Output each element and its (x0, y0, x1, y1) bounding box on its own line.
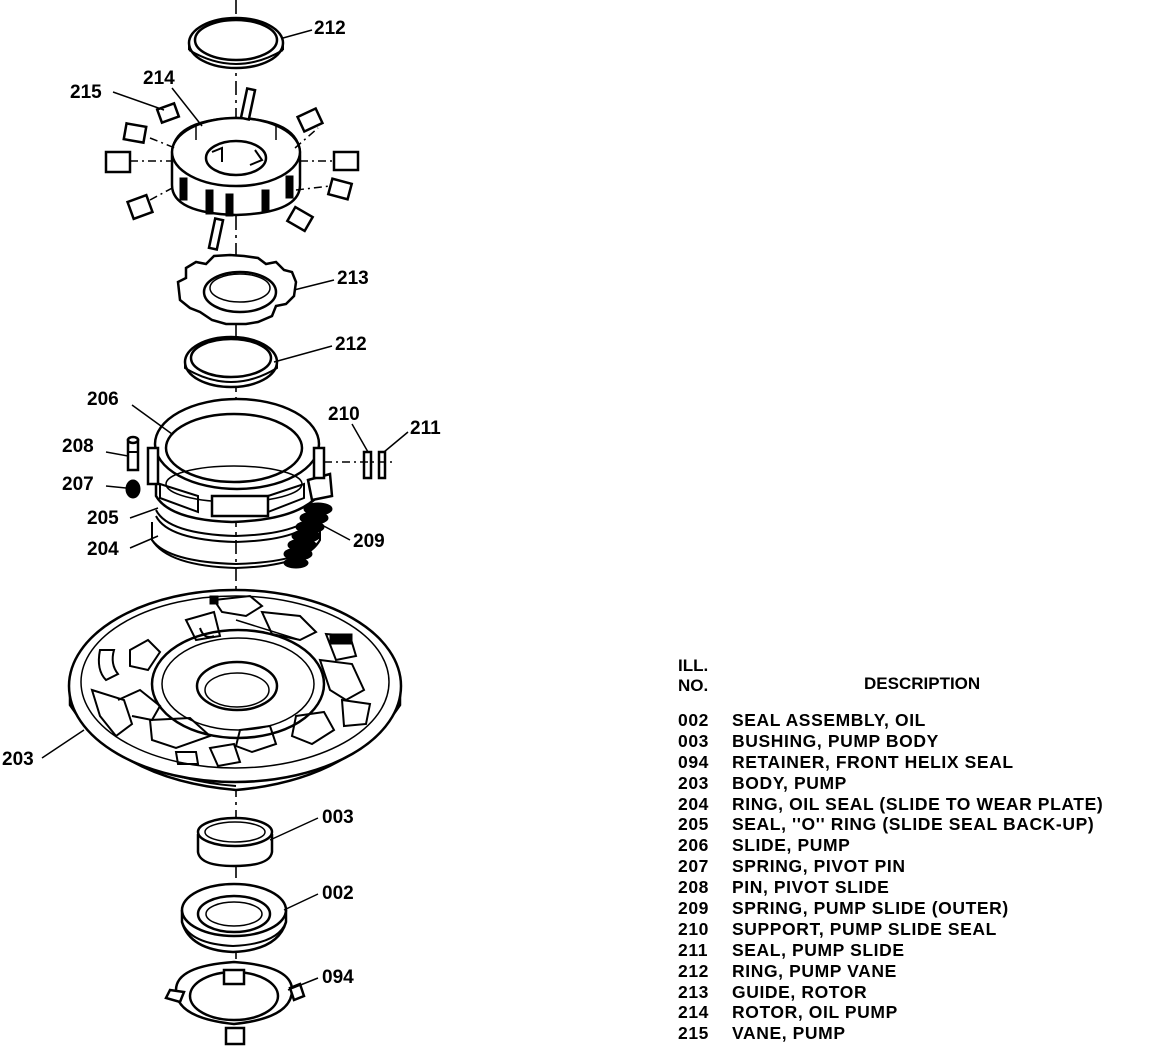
legend-item-number: 204 (678, 793, 709, 814)
legend-row: 213 GUIDE, ROTOR (678, 982, 1148, 1003)
callout-002: 002 (322, 883, 354, 904)
legend-row: 204 RING, OIL SEAL (SLIDE TO WEAR PLATE) (678, 794, 1148, 815)
legend-row: 214 ROTOR, OIL PUMP (678, 1002, 1148, 1023)
callout-203: 203 (2, 749, 34, 770)
legend-item-number: 003 (678, 730, 709, 751)
legend-row: 094 RETAINER, FRONT HELIX SEAL (678, 752, 1148, 773)
callout-210: 210 (328, 404, 360, 425)
legend-item-description: BUSHING, PUMP BODY (732, 730, 939, 751)
part-213-rotor-guide (176, 253, 298, 326)
legend-item-number: 212 (678, 960, 709, 981)
callout-209: 209 (353, 531, 385, 552)
callout-204: 204 (87, 539, 119, 560)
legend-item-description: ROTOR, OIL PUMP (732, 1002, 898, 1023)
legend-row: 002 SEAL ASSEMBLY, OIL (678, 710, 1148, 731)
legend-rows: 002 SEAL ASSEMBLY, OIL 003 BUSHING, PUMP BO… (678, 710, 1148, 1044)
callout-206: 206 (87, 389, 119, 410)
callout-094: 094 (322, 967, 354, 988)
legend-row: 208 PIN, PIVOT SLIDE (678, 877, 1148, 898)
legend-row: 210 SUPPORT, PUMP SLIDE SEAL (678, 919, 1148, 940)
legend-row: 209 SPRING, PUMP SLIDE (OUTER) (678, 898, 1148, 919)
legend-item-description: SEAL ASSEMBLY, OIL (732, 710, 926, 730)
part-212-vane-ring-top (187, 16, 285, 70)
legend-item-description: SEAL, ''O'' RING (SLIDE SEAL BACK-UP) (732, 814, 1095, 835)
parts-legend: ILL. NO. DESCRIPTION 002 SEAL ASSEMBLY, O… (678, 652, 1148, 1044)
legend-item-number: 094 (678, 751, 709, 772)
legend-item-description: GUIDE, ROTOR (732, 981, 868, 1002)
part-209-slide-spring (283, 502, 333, 569)
legend-item-number: 214 (678, 1002, 709, 1023)
callout-208: 208 (62, 436, 94, 457)
legend-item-number: 205 (678, 814, 709, 835)
part-203-pump-body (67, 588, 403, 792)
legend-item-number: 211 (678, 939, 709, 960)
callout-213: 213 (337, 268, 369, 289)
part-211-slide-seal (377, 450, 387, 480)
legend-item-description: BODY, PUMP (732, 772, 847, 793)
callout-214: 214 (143, 68, 175, 89)
legend-item-description: PIN, PIVOT SLIDE (732, 877, 890, 898)
part-003-pump-bushing (196, 816, 274, 868)
legend-item-description: SEAL, PUMP SLIDE (732, 939, 905, 960)
legend-item-description: SLIDE, PUMP (732, 835, 851, 856)
part-210-slide-seal-support (362, 450, 373, 480)
legend-row: 205 SEAL, ''O'' RING (SLIDE SEAL BACK-UP) (678, 814, 1148, 835)
callout-205: 205 (87, 508, 119, 529)
legend-item-number: 206 (678, 835, 709, 856)
legend-header-no: NO. (678, 676, 709, 695)
legend-item-description: RING, PUMP VANE (732, 960, 897, 981)
legend-row: 203 BODY, PUMP (678, 773, 1148, 794)
legend-header: ILL. NO. DESCRIPTION (678, 652, 1148, 696)
legend-item-description: VANE, PUMP (732, 1023, 846, 1044)
legend-item-description: SPRING, PUMP SLIDE (OUTER) (732, 898, 1009, 919)
part-002-oil-seal (180, 882, 288, 954)
legend-item-description: RETAINER, FRONT HELIX SEAL (732, 751, 1014, 772)
callout-003: 003 (322, 807, 354, 828)
part-094-front-helix-retainer (164, 960, 306, 1046)
legend-row: 211 SEAL, PUMP SLIDE (678, 940, 1148, 961)
callout-212-top: 212 (314, 18, 346, 39)
legend-row: 207 SPRING, PIVOT PIN (678, 856, 1148, 877)
legend-row: 215 VANE, PUMP (678, 1023, 1148, 1044)
legend-item-number: 207 (678, 856, 709, 877)
callout-215: 215 (70, 82, 102, 103)
legend-header-number: ILL. NO. (678, 656, 734, 696)
callout-207: 207 (62, 474, 94, 495)
legend-row: 212 RING, PUMP VANE (678, 961, 1148, 982)
legend-item-number: 208 (678, 877, 709, 898)
legend-item-description: SPRING, PIVOT PIN (732, 856, 906, 877)
legend-header-ill: ILL. (678, 656, 709, 675)
part-206-pump-slide (146, 397, 334, 524)
legend-item-description: RING, OIL SEAL (SLIDE TO WEAR PLATE) (732, 793, 1104, 814)
legend-item-number: 203 (678, 772, 709, 793)
part-208-pivot-pin (126, 435, 140, 472)
legend-row: 003 BUSHING, PUMP BODY (678, 731, 1148, 752)
legend-header-description: DESCRIPTION (864, 674, 981, 693)
part-212-vane-ring-mid (183, 335, 279, 389)
legend-item-number: 210 (678, 918, 709, 939)
legend-item-number: 215 (678, 1023, 709, 1044)
leader-lines (41, 29, 409, 991)
callout-211: 211 (410, 418, 441, 439)
callout-212-mid: 212 (335, 334, 367, 355)
legend-item-number: 002 (678, 710, 709, 730)
part-215-vanes (104, 87, 360, 251)
legend-row: 206 SLIDE, PUMP (678, 835, 1148, 856)
part-207-pivot-spring (125, 479, 141, 499)
legend-item-number: 209 (678, 898, 709, 919)
legend-item-number: 213 (678, 981, 709, 1002)
legend-item-description: SUPPORT, PUMP SLIDE SEAL (732, 918, 997, 939)
part-214-rotor (170, 116, 302, 217)
